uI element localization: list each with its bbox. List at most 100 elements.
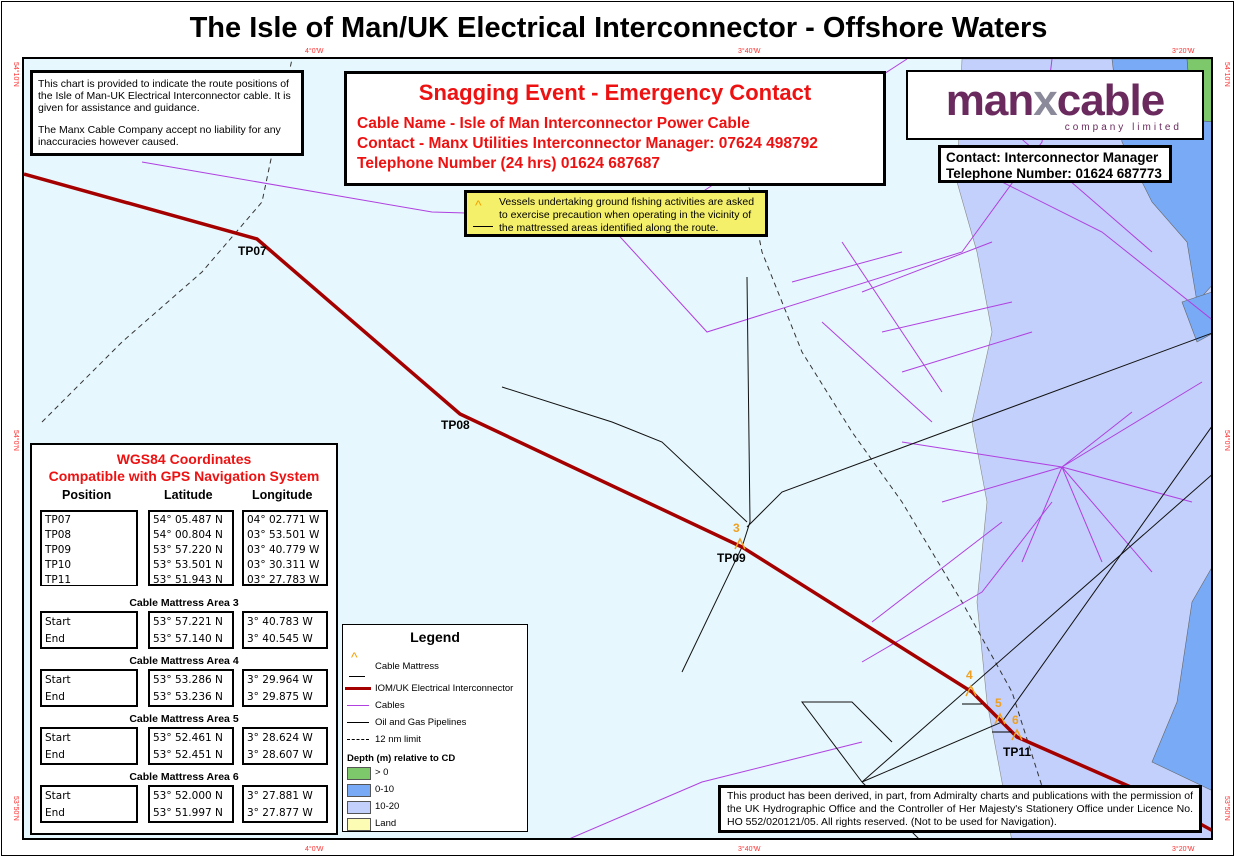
pipeline-line: [501, 386, 748, 523]
depth-label: 0-10: [375, 784, 395, 795]
latitude-label: 54°10'N: [12, 62, 19, 87]
header-position: Position: [62, 488, 112, 502]
depth-0-10-area: [1151, 568, 1211, 791]
depth-label: > 0: [375, 767, 389, 778]
disclaimer-text: This chart is provided to indicate the r…: [38, 78, 291, 114]
notice-text: This product has been derived, in part, …: [727, 790, 1193, 828]
copyright-notice: This product has been derived, in part, …: [718, 785, 1202, 833]
depth-label: Land: [375, 818, 397, 829]
longitude-label: 3°40'W: [738, 48, 761, 55]
12nm-limit-line: [741, 151, 1048, 803]
longitude-label: 3°20'W: [1172, 846, 1195, 853]
pipeline-line: [746, 332, 1211, 528]
mattress-number-5: 5: [995, 696, 1002, 710]
depth-label: 10-20: [375, 801, 400, 812]
latitude-label: 54°10'N: [1223, 62, 1230, 87]
depth-swatch: [347, 801, 371, 814]
emergency-telephone: Telephone Number (24 hrs) 01624 687687: [357, 155, 660, 172]
depth-swatch: [347, 767, 371, 780]
pipeline-line: [681, 276, 751, 673]
cable-mattress-icon: [1011, 728, 1023, 741]
mattress-markers: [734, 537, 1023, 741]
manxcable-logo: manxcable company limited: [906, 70, 1204, 140]
pipelines-swatch: [347, 722, 369, 723]
cable-line: [141, 59, 1053, 333]
telephone-line: Telephone Number: 01624 687773: [946, 166, 1162, 181]
latitude-label: 54°0'N: [12, 430, 19, 451]
header-longitude: Longitude: [252, 488, 313, 502]
depth-title: Depth (m) relative to CD: [347, 753, 456, 764]
cable-line: [861, 501, 1053, 663]
mattress-number-3: 3: [733, 521, 740, 535]
manager-contact-box: Contact: Interconnector Manager Telephon…: [938, 145, 1172, 183]
legend-item-mattress: Cable Mattress: [375, 661, 439, 672]
longitude-label: 3°40'W: [738, 846, 761, 853]
mattress-line-icon: [349, 676, 365, 677]
coords-subtitle: Compatible with GPS Navigation System: [48, 468, 320, 484]
liability-text: The Manx Cable Company accept no liabili…: [38, 124, 281, 148]
cable-mattress-icon: [965, 684, 977, 697]
pipelines: [501, 276, 1211, 838]
cables-swatch: [347, 705, 369, 706]
emergency-contact: Contact - Manx Utilities Interconnector …: [357, 135, 818, 152]
pipeline-line: [861, 474, 1211, 783]
latitude-label: 54°0'N: [1223, 430, 1230, 451]
depth-swatch: [347, 818, 371, 831]
cable-mattress-icon: [994, 712, 1006, 725]
mattress-number-4: 4: [966, 668, 973, 682]
mattress-area-title: Cable Mattress Area 4: [129, 655, 239, 667]
cable-mattress-icon: ^: [351, 649, 358, 665]
pipeline-line: [801, 701, 893, 783]
legend-item-interconnector: IOM/UK Electrical Interconnector: [375, 683, 514, 694]
coordinates-panel: WGS84 Coordinates Compatible with GPS Na…: [30, 443, 338, 835]
interconnector-swatch: [345, 687, 371, 690]
latitude-label: 53°50'N: [12, 796, 19, 821]
cable-line: [961, 121, 1211, 320]
longitude-label: 4°0'W: [305, 48, 324, 55]
warning-text: Vessels undertaking ground fishing activ…: [499, 196, 755, 234]
legend: Legend ^ Cable Mattress IOM/UK Electrica…: [342, 624, 528, 832]
mattress-area-title: Cable Mattress Area 5: [129, 713, 239, 725]
legend-item-pipelines: Oil and Gas Pipelines: [375, 717, 467, 728]
page-title: The Isle of Man/UK Electrical Interconne…: [189, 12, 1048, 44]
mattress-line: [962, 703, 1012, 733]
tp08-label: TP08: [441, 418, 470, 432]
longitude-label: 3°20'W: [1172, 48, 1195, 55]
emergency-contact-box: Snagging Event - Emergency Contact Cable…: [344, 71, 886, 186]
legend-item-cables: Cables: [375, 700, 405, 711]
disclaimer-box: This chart is provided to indicate the r…: [30, 70, 304, 156]
mattress-area-title: Cable Mattress Area 6: [129, 771, 239, 783]
tp07-label: TP07: [238, 244, 267, 258]
tp11-label: TP11: [1003, 745, 1032, 759]
12nm-swatch: [347, 739, 369, 740]
mattress-line-icon: [473, 226, 493, 227]
mattress-number-6: 6: [1012, 713, 1019, 727]
legend-title: Legend: [410, 629, 460, 645]
mattress-area-title: Cable Mattress Area 3: [129, 597, 239, 609]
header-latitude: Latitude: [164, 488, 213, 502]
longitude-label: 4°0'W: [305, 846, 324, 853]
depth-0-10-area: [1181, 292, 1211, 343]
cable-mattress-icon: ^: [475, 197, 482, 213]
cable-mattress-icon: [734, 537, 746, 550]
legend-item-12nm: 12 nm limit: [375, 734, 421, 745]
cable-line: [570, 741, 863, 838]
cable-name: Cable Name - Isle of Man Interconnector …: [357, 115, 750, 132]
contact-line: Contact: Interconnector Manager: [946, 150, 1159, 165]
emergency-heading: Snagging Event - Emergency Contact: [418, 80, 812, 105]
depth-swatch: [347, 784, 371, 797]
